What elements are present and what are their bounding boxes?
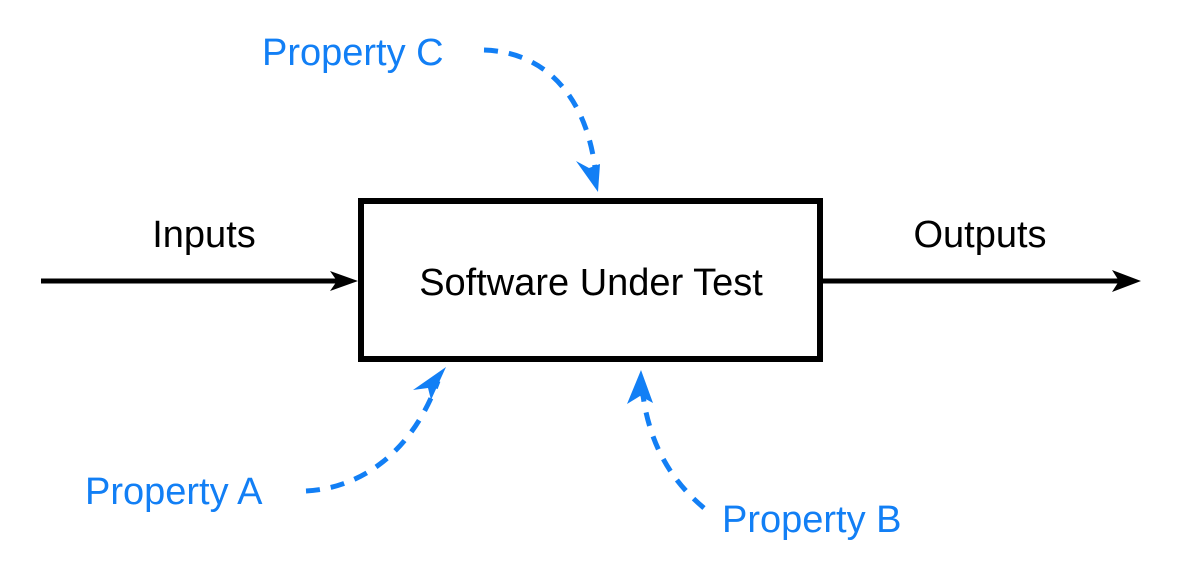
- property-b-connector: [627, 370, 706, 510]
- property-b-arrowhead: [627, 370, 653, 404]
- property-b-label: Property B: [722, 499, 902, 541]
- property-a-label: Property A: [85, 471, 263, 513]
- property-c-connector: [483, 47, 600, 192]
- property-b-dashed-curve: [639, 387, 706, 510]
- property-a-arrowhead: [413, 367, 446, 400]
- property-c-label: Property C: [262, 32, 444, 74]
- outputs-label: Outputs: [913, 214, 1046, 256]
- property-c-arrowhead: [576, 161, 600, 192]
- inputs-flow: [41, 271, 358, 291]
- software-under-test-label: Software Under Test: [419, 262, 763, 304]
- outputs-flow: [823, 270, 1141, 292]
- outputs-arrowhead: [1112, 270, 1141, 292]
- inputs-arrowhead: [330, 271, 358, 291]
- property-a-connector: [305, 367, 446, 494]
- property-c-dashed-curve: [483, 47, 599, 177]
- software-under-test-box: [358, 198, 823, 362]
- property-a-dashed-curve: [305, 380, 441, 494]
- inputs-label: Inputs: [152, 214, 256, 256]
